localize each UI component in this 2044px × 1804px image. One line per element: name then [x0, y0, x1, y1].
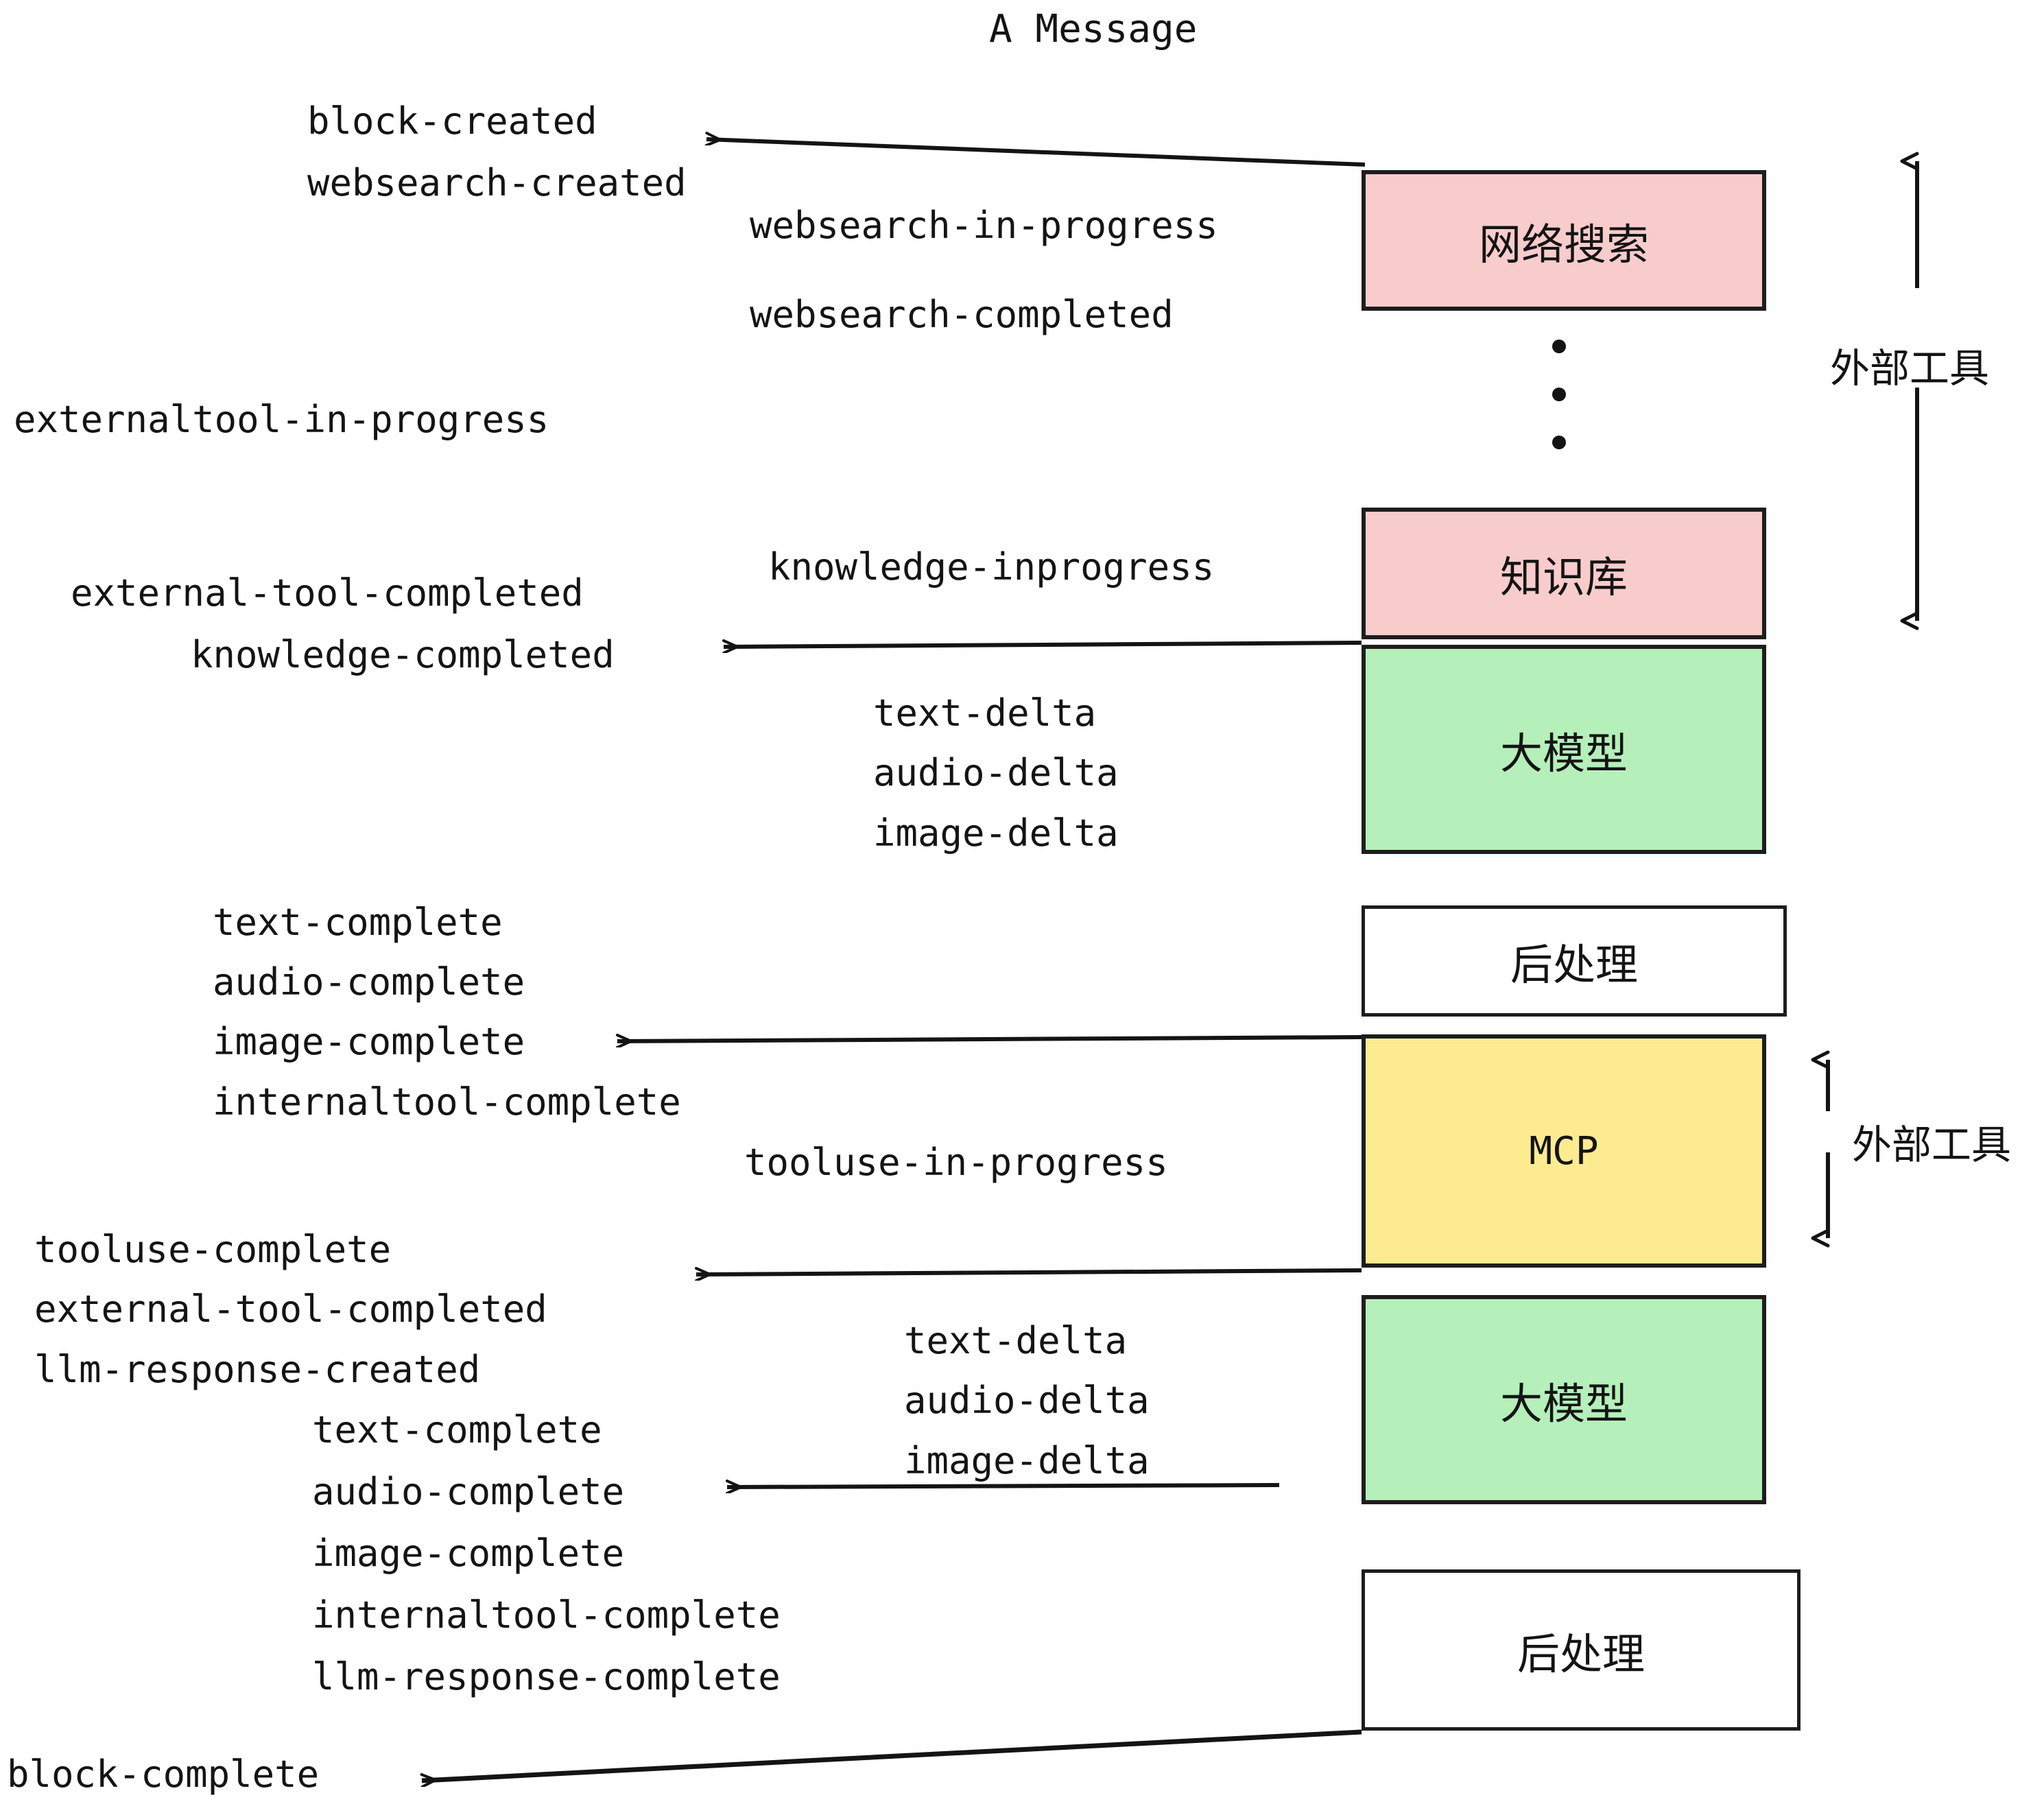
event-text-delta-second: text-delta — [904, 1319, 1128, 1362]
event-audio-complete-second: audio-complete — [312, 1470, 625, 1513]
event-knowledge-inprogress: knowledge-inprogress — [768, 545, 1215, 589]
node-mcp[interactable]: MCP — [1362, 1034, 1766, 1268]
event-image-delta-first: image-delta — [873, 811, 1119, 855]
node-postprocess-first[interactable]: 后处理 — [1362, 905, 1787, 1017]
dot — [1552, 340, 1566, 353]
node-postprocess-first-label: 后处理 — [1510, 940, 1638, 990]
arrow-postprocess2-to-block-complete — [422, 1729, 1362, 1781]
event-audio-complete-first: audio-complete — [213, 960, 525, 1004]
event-externaltool-in-progress: externaltool-in-progress — [14, 398, 549, 441]
event-image-delta-second: image-delta — [904, 1439, 1150, 1482]
event-websearch-in-progress: websearch-in-progress — [750, 204, 1218, 247]
node-llm-second[interactable]: 大模型 — [1362, 1295, 1766, 1504]
event-audio-delta-second: audio-delta — [904, 1379, 1150, 1422]
event-text-complete-first: text-complete — [213, 901, 503, 944]
node-websearch-label: 网络搜索 — [1478, 219, 1649, 270]
event-text-complete-second: text-complete — [312, 1408, 602, 1451]
node-knowledge[interactable]: 知识库 — [1362, 508, 1766, 639]
node-llm-first-label: 大模型 — [1499, 728, 1628, 779]
event-websearch-completed: websearch-completed — [750, 293, 1174, 336]
arrow-llm2-to-audio-complete — [727, 1485, 1280, 1487]
node-mcp-label: MCP — [1529, 1128, 1599, 1174]
node-knowledge-label: 知识库 — [1499, 552, 1628, 602]
node-postprocess-second[interactable]: 后处理 — [1362, 1569, 1801, 1731]
event-block-complete: block-complete — [7, 1753, 320, 1796]
event-knowledge-completed: knowledge-completed — [191, 633, 615, 676]
arrow-postprocess1-to-image-complete — [617, 1037, 1362, 1041]
arrow-knowledge-to-completed — [724, 643, 1362, 647]
node-llm-first[interactable]: 大模型 — [1362, 645, 1766, 854]
event-llm-response-created: llm-response-created — [34, 1348, 481, 1391]
event-external-tool-completed-first: external-tool-completed — [71, 571, 584, 615]
event-tooluse-in-progress: tooluse-in-progress — [744, 1141, 1168, 1184]
event-external-tool-completed-second: external-tool-completed — [34, 1287, 547, 1331]
dot — [1552, 388, 1566, 401]
event-image-complete-first: image-complete — [213, 1020, 525, 1063]
ellipsis-dots — [1552, 340, 1567, 449]
event-audio-delta-first: audio-delta — [873, 751, 1119, 794]
event-websearch-created: websearch-created — [307, 161, 687, 204]
event-llm-response-complete: llm-response-complete — [312, 1655, 781, 1698]
event-block-created: block-created — [307, 99, 597, 143]
event-image-complete-second: image-complete — [312, 1532, 625, 1575]
arrow-mcp-to-tooluse-complete — [696, 1270, 1362, 1274]
dot — [1552, 436, 1566, 449]
event-internaltool-complete-second: internaltool-complete — [312, 1593, 781, 1637]
arrow-websearch-to-created — [706, 139, 1366, 167]
event-internaltool-complete-first: internaltool-complete — [213, 1080, 681, 1124]
label-external-tools-bottom: 外部工具 — [1852, 1121, 2012, 1168]
node-llm-second-label: 大模型 — [1499, 1378, 1628, 1429]
node-websearch[interactable]: 网络搜索 — [1362, 170, 1766, 311]
node-postprocess-second-label: 后处理 — [1517, 1628, 1645, 1679]
diagram-title: A Message — [989, 7, 1198, 51]
event-text-delta-first: text-delta — [873, 691, 1097, 735]
event-tooluse-complete: tooluse-complete — [34, 1228, 392, 1271]
label-external-tools-top: 外部工具 — [1830, 345, 1990, 392]
